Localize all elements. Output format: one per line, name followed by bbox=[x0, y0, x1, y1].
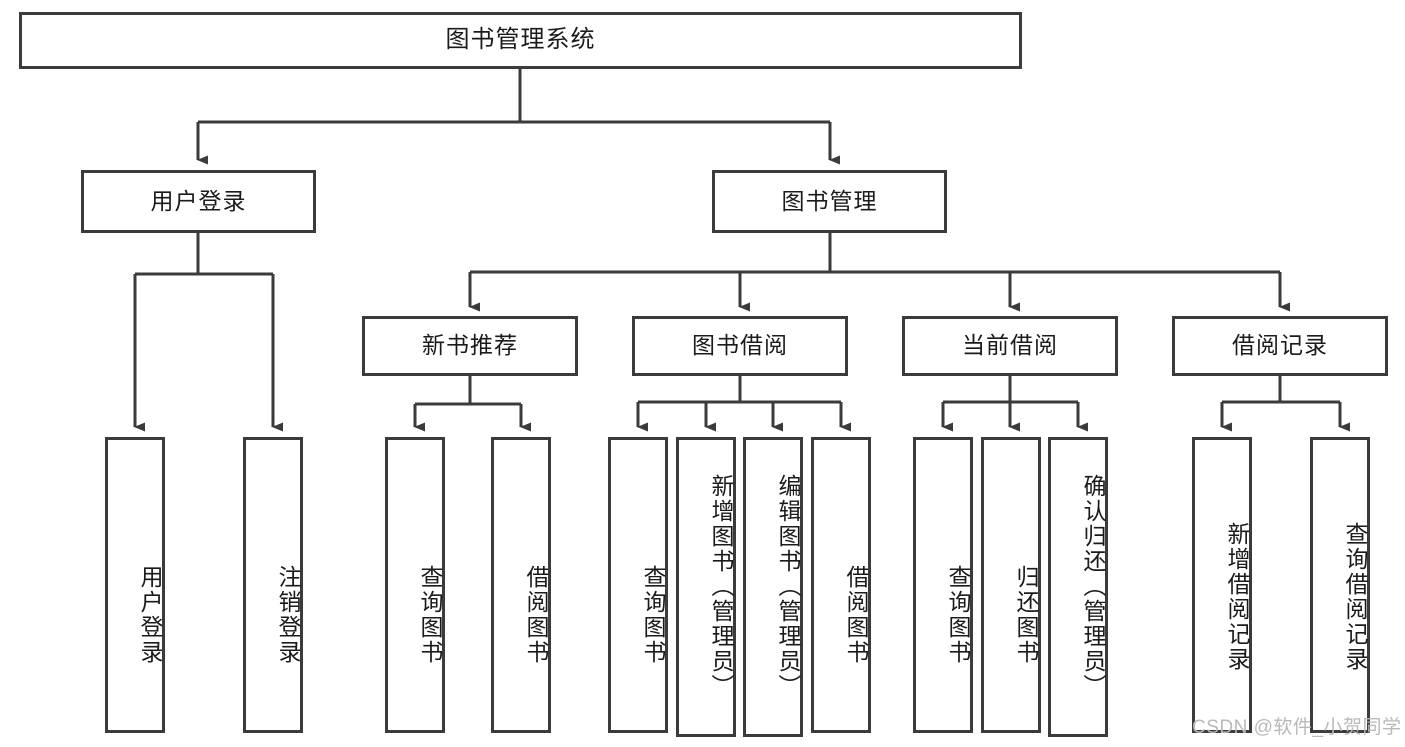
leaf-add-book-admin[interactable]: 新增图书（管理员） bbox=[676, 437, 736, 737]
leaf-query-books-recommend[interactable]: 查询图书 bbox=[385, 437, 445, 733]
leaf-borrow-books-recommend[interactable]: 借阅图书 bbox=[491, 437, 551, 733]
leaf-query-books-borrow[interactable]: 查询图书 bbox=[608, 437, 668, 733]
leaf-user-login[interactable]: 用户登录 bbox=[105, 437, 165, 733]
node-book-management[interactable]: 图书管理 bbox=[712, 170, 947, 233]
leaf-logout-login[interactable]: 注销登录 bbox=[243, 437, 303, 733]
node-root-book-management-system[interactable]: 图书管理系统 bbox=[19, 12, 1022, 69]
leaf-confirm-return-admin[interactable]: 确认归还（管理员） bbox=[1048, 437, 1108, 737]
leaf-query-books-current[interactable]: 查询图书 bbox=[913, 437, 973, 733]
csdn-watermark: CSDN @软件_小贺同学 bbox=[1192, 717, 1402, 738]
node-user-login[interactable]: 用户登录 bbox=[81, 170, 316, 233]
leaf-edit-book-admin[interactable]: 编辑图书（管理员） bbox=[743, 437, 803, 737]
leaf-return-books[interactable]: 归还图书 bbox=[981, 437, 1041, 733]
node-borrowing-records[interactable]: 借阅记录 bbox=[1172, 316, 1388, 376]
node-book-borrowing[interactable]: 图书借阅 bbox=[632, 316, 848, 376]
leaf-borrow-books-borrow[interactable]: 借阅图书 bbox=[811, 437, 871, 733]
node-current-borrowing[interactable]: 当前借阅 bbox=[902, 316, 1118, 376]
node-new-book-recommendation[interactable]: 新书推荐 bbox=[362, 316, 578, 376]
leaf-add-borrow-record[interactable]: 新增借阅记录 bbox=[1192, 437, 1252, 733]
leaf-query-borrow-record[interactable]: 查询借阅记录 bbox=[1310, 437, 1370, 733]
